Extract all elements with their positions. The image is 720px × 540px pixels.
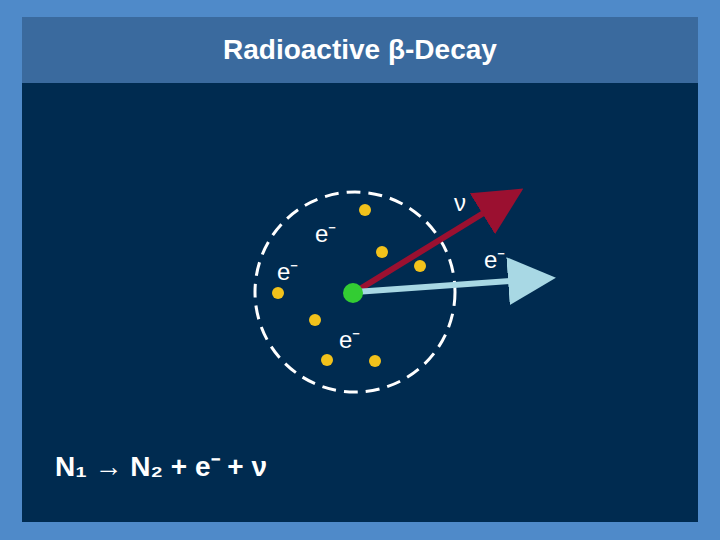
electron-label: e⁻ bbox=[484, 242, 505, 275]
electron-label: e⁻ bbox=[277, 254, 298, 287]
electron-label: e⁻ bbox=[339, 322, 360, 355]
electron-label: e⁻ bbox=[315, 216, 336, 249]
panel bbox=[22, 83, 698, 522]
nucleus bbox=[343, 283, 363, 303]
neutrino-label: ν bbox=[454, 189, 466, 217]
neutrino-arrow bbox=[355, 198, 508, 292]
electron-arrow bbox=[355, 279, 538, 292]
electron-dots bbox=[272, 204, 426, 367]
decay-equation: N₁ → N₂ + e⁻ + ν bbox=[55, 446, 267, 484]
atom-boundary bbox=[255, 192, 455, 392]
title-bar bbox=[22, 17, 698, 83]
slide-title: Radioactive β-Decay bbox=[223, 34, 497, 66]
